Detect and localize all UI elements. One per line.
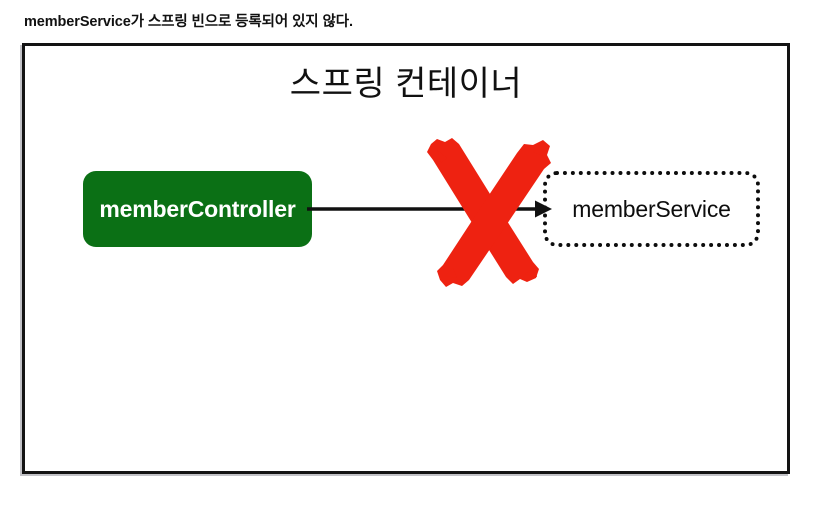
node-member-controller[interactable]: memberController (83, 171, 312, 247)
diagram-caption: memberService가 스프링 빈으로 등록되어 있지 않다. (24, 14, 353, 30)
red-x-icon (427, 138, 551, 287)
node-member-service-label: memberService (572, 195, 731, 222)
node-member-controller-label: memberController (99, 195, 296, 222)
spring-container-frame: 스프링 컨테이너 memberController memberService (22, 43, 790, 474)
node-member-service[interactable]: memberService (543, 171, 760, 247)
spring-container-title: 스프링 컨테이너 (289, 65, 523, 103)
